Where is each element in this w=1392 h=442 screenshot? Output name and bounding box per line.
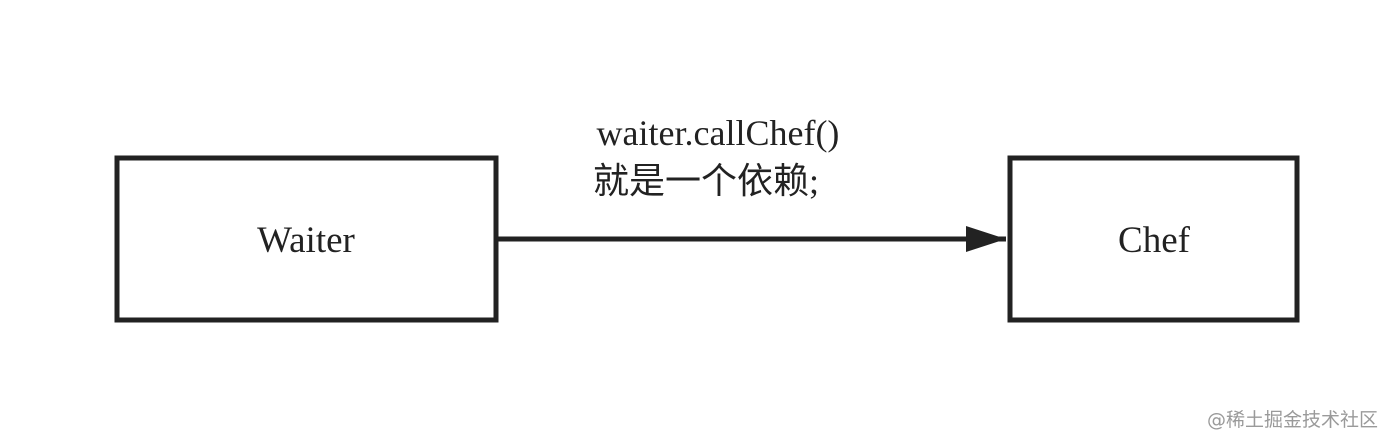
edge-label-method-call: waiter.callChef() (597, 113, 840, 153)
watermark: @稀土掘金技术社区 (1206, 409, 1378, 431)
edge-label-description: 就是一个依赖; (593, 161, 819, 201)
node-waiter: Waiter (114, 155, 499, 323)
node-chef-label: Chef (1118, 220, 1191, 261)
node-waiter-label: Waiter (257, 220, 355, 261)
node-waiter-box (114, 155, 499, 323)
node-chef-box (1007, 155, 1300, 323)
node-chef: Chef (1007, 155, 1300, 323)
